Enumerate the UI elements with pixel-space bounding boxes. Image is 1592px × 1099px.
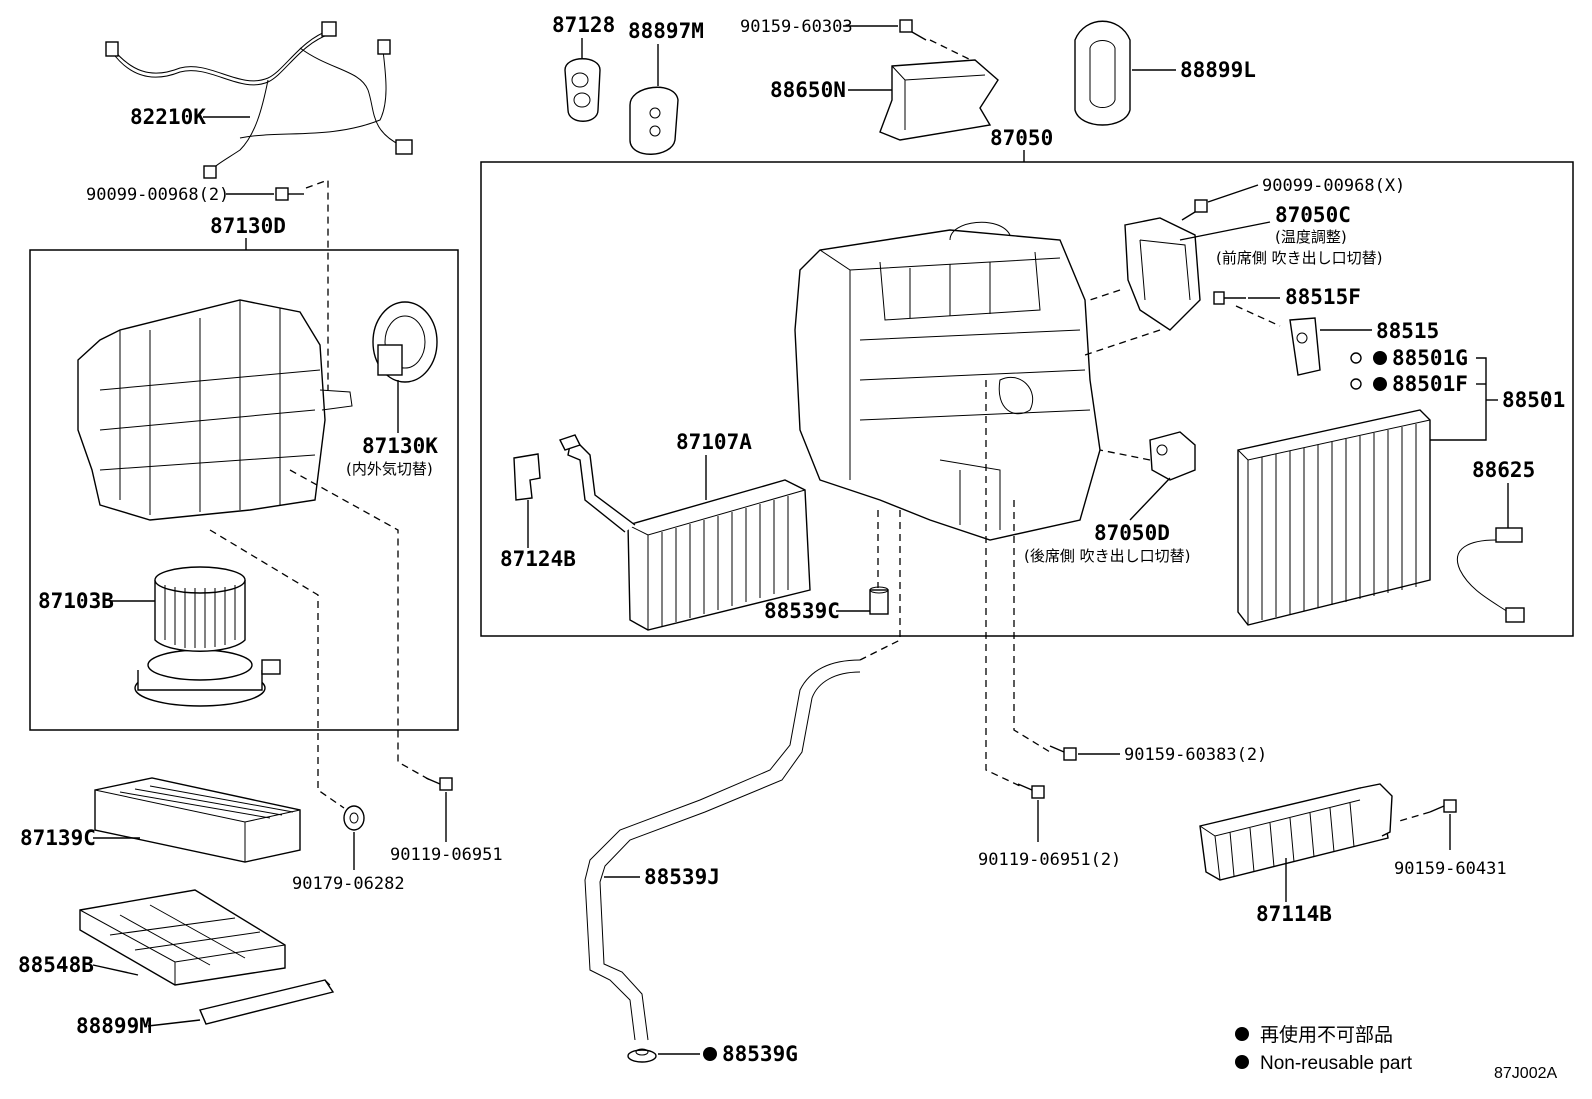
clamp-87124b-icon bbox=[513, 453, 541, 501]
drain-hose-88539j-icon bbox=[584, 659, 861, 1041]
label-90099-00968-x: 90099-00968(X) bbox=[1262, 176, 1405, 196]
bolt-90099-00968-icon bbox=[275, 187, 304, 201]
label-90159-60303: 90159-60303 bbox=[740, 17, 853, 37]
label-87130k-note: (内外気切替) bbox=[346, 460, 433, 478]
label-88539c: 88539C bbox=[764, 599, 840, 623]
label-87050d-note: (後席側 吹き出し口切替) bbox=[1024, 547, 1190, 565]
bolt-90159-60303-icon bbox=[899, 19, 927, 41]
legend-dot-jp bbox=[1235, 1027, 1249, 1041]
heater-core-87107a-icon bbox=[559, 434, 811, 631]
blower-assembly-frame bbox=[29, 249, 459, 731]
valve-88515-icon bbox=[1289, 317, 1321, 376]
label-88539g: 88539G bbox=[722, 1042, 798, 1066]
label-88899m: 88899M bbox=[76, 1014, 152, 1038]
label-88501f: 88501F bbox=[1392, 372, 1468, 396]
legend: 再使用不可部品 Non-reusable part bbox=[1235, 1024, 1413, 1074]
label-88501g: 88501G bbox=[1392, 346, 1468, 370]
actuator-87050d-icon bbox=[1149, 431, 1196, 481]
label-87128: 87128 bbox=[552, 13, 615, 37]
label-88539j: 88539J bbox=[644, 865, 720, 889]
label-88899l: 88899L bbox=[1180, 58, 1256, 82]
legend-text-jp: 再使用不可部品 bbox=[1260, 1024, 1393, 1046]
label-90159-60383-2: 90159-60383(2) bbox=[1124, 745, 1267, 765]
label-87050c-note2: (前席側 吹き出し口切替) bbox=[1216, 249, 1382, 267]
label-88897m: 88897M bbox=[628, 19, 704, 43]
label-87130k: 87130K bbox=[362, 434, 438, 458]
legend-text-en: Non-reusable part bbox=[1260, 1053, 1413, 1074]
label-87130d: 87130D bbox=[210, 214, 286, 238]
label-82210k: 82210K bbox=[130, 105, 206, 129]
oring-88501g-icon bbox=[1350, 352, 1362, 364]
label-88650n: 88650N bbox=[770, 78, 846, 102]
label-87139c: 87139C bbox=[20, 826, 96, 850]
label-87050d: 87050D bbox=[1094, 521, 1170, 545]
label-90179-06282: 90179-06282 bbox=[292, 874, 405, 894]
nut-90179-06282-icon bbox=[343, 805, 365, 831]
evaporator-88501-icon bbox=[1237, 409, 1431, 626]
hvac-unit-87050-icon bbox=[794, 221, 1101, 541]
sensor-88625-icon bbox=[1457, 527, 1525, 623]
bolt-88515f-icon bbox=[1213, 291, 1246, 305]
label-87107a: 87107A bbox=[676, 430, 752, 454]
bolt-90119-06951-icon bbox=[425, 777, 453, 791]
bolt-90099-00968-x-icon bbox=[1181, 199, 1208, 221]
label-88548b: 88548B bbox=[18, 953, 94, 977]
non-reusable-dot-88539g bbox=[703, 1047, 717, 1061]
cover-88899l-icon bbox=[1074, 20, 1131, 126]
bolt-90159-60383-icon bbox=[1049, 745, 1077, 761]
grommet-87128-icon bbox=[564, 58, 601, 122]
cover-88899m-icon bbox=[199, 979, 335, 1025]
non-reusable-dot-88501g bbox=[1373, 351, 1387, 365]
non-reusable-dot-88501f bbox=[1373, 377, 1387, 391]
ac-unit-frame bbox=[480, 161, 1574, 637]
label-87103b: 87103B bbox=[38, 589, 114, 613]
bolt-90159-60431-icon bbox=[1429, 799, 1457, 813]
label-87050c-note1: (温度調整) bbox=[1275, 228, 1347, 246]
ptc-heater-87114b-icon bbox=[1199, 783, 1393, 881]
label-88501: 88501 bbox=[1502, 388, 1565, 412]
module-88650n-icon bbox=[879, 59, 999, 141]
legend-dot-en bbox=[1235, 1055, 1249, 1069]
label-88515: 88515 bbox=[1376, 319, 1439, 343]
label-90119-06951-2: 90119-06951(2) bbox=[978, 850, 1121, 870]
label-87050c: 87050C bbox=[1275, 203, 1351, 227]
label-87124b: 87124B bbox=[500, 547, 576, 571]
damper-87130k-icon bbox=[372, 301, 438, 383]
filter-case-88548b-icon bbox=[79, 889, 286, 986]
label-90159-60431: 90159-60431 bbox=[1394, 859, 1507, 879]
label-88515f: 88515F bbox=[1285, 285, 1361, 309]
air-filter-87139c-icon bbox=[94, 777, 301, 863]
oring-88501f-icon bbox=[1350, 378, 1362, 390]
label-90119-06951: 90119-06951 bbox=[390, 845, 503, 865]
drain-88539c-icon bbox=[869, 586, 889, 615]
label-90099-00968-2: 90099-00968(2) bbox=[86, 185, 229, 205]
bolt-90119-06951-2-icon bbox=[1017, 783, 1045, 799]
wire-harness-82210k bbox=[105, 21, 413, 179]
label-87050: 87050 bbox=[990, 126, 1053, 150]
label-87114b: 87114B bbox=[1256, 902, 1332, 926]
label-88625: 88625 bbox=[1472, 458, 1535, 482]
blower-case-icon bbox=[77, 299, 353, 521]
diagram-code: 87J002A bbox=[1494, 1065, 1557, 1082]
grommet-88539g-icon bbox=[627, 1048, 657, 1063]
blower-motor-87103b-icon bbox=[134, 566, 281, 707]
grommet-88897m-icon bbox=[629, 86, 679, 155]
actuator-87050c-icon bbox=[1124, 217, 1201, 331]
